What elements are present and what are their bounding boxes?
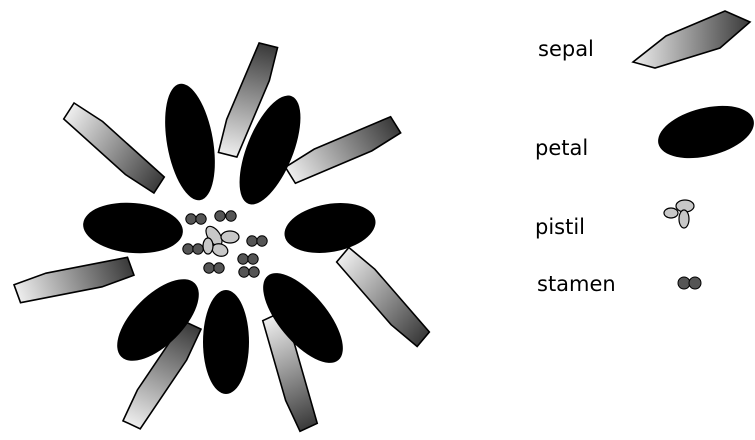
stamen bbox=[204, 263, 224, 273]
stamens bbox=[183, 211, 267, 277]
stamen bbox=[239, 267, 259, 277]
sepal bbox=[285, 106, 400, 195]
stamen bbox=[183, 244, 203, 254]
flower bbox=[14, 40, 438, 434]
petal bbox=[203, 290, 249, 394]
petal-icon bbox=[653, 97, 755, 167]
stamen bbox=[238, 254, 258, 264]
sepal-icon bbox=[633, 11, 750, 68]
petal bbox=[249, 260, 356, 375]
petal bbox=[281, 196, 380, 259]
stamen-icon bbox=[678, 277, 701, 289]
petal bbox=[157, 80, 223, 204]
sepal bbox=[328, 247, 437, 346]
pistil bbox=[203, 224, 239, 259]
stamen bbox=[186, 214, 206, 224]
pistil-icon bbox=[664, 200, 694, 228]
sepal bbox=[14, 245, 134, 315]
legend-label-stamen: stamen bbox=[537, 272, 616, 296]
legend-label-pistil: pistil bbox=[535, 215, 585, 239]
stamen bbox=[247, 236, 267, 246]
legend-label-sepal: sepal bbox=[538, 37, 594, 61]
sepal bbox=[57, 103, 172, 193]
legend-label-petal: petal bbox=[535, 136, 588, 160]
legend: sepal petal pistil stamen bbox=[535, 11, 755, 296]
petal bbox=[81, 199, 185, 258]
stamen bbox=[215, 211, 236, 221]
